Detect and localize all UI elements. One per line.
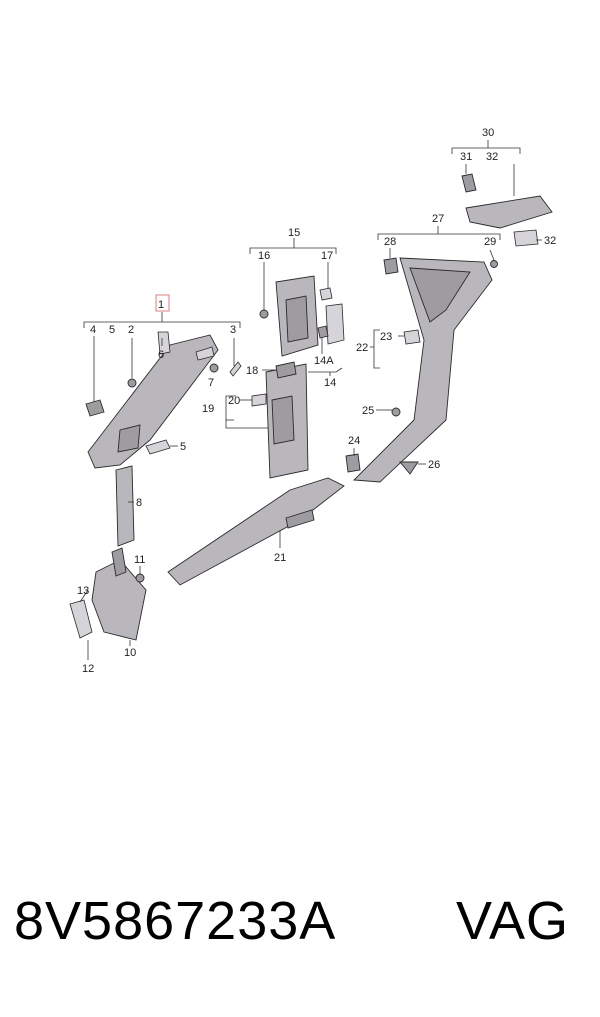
footwell-trim-10 — [91, 547, 147, 641]
screw-16 — [259, 309, 269, 319]
c-pillar-trim — [352, 257, 493, 483]
clip-4 — [85, 399, 105, 417]
callout-32-top: 32 — [486, 151, 498, 163]
highlight-box — [155, 294, 170, 312]
clip-23 — [403, 329, 421, 345]
part-number: 8V5867233A — [14, 891, 337, 951]
callout-12: 12 — [82, 663, 94, 675]
clip-31 — [461, 173, 477, 193]
callout-32-side: 32 — [544, 235, 556, 247]
a-pillar-trim — [87, 334, 219, 469]
callout-28: 28 — [384, 236, 396, 248]
sill-trim-21 — [167, 477, 345, 586]
callout-29: 29 — [484, 236, 496, 248]
bracket-14 — [325, 303, 345, 345]
clip-26 — [399, 461, 419, 475]
callout-14a: 14A — [314, 355, 334, 367]
callout-5-top: 5 — [109, 324, 115, 336]
callout-19: 19 — [202, 403, 214, 415]
clip-20 — [251, 393, 267, 407]
screw-25 — [391, 407, 401, 417]
callout-23: 23 — [380, 331, 392, 343]
clip-17 — [319, 287, 333, 301]
clip-32 — [513, 229, 539, 247]
callout-13: 13 — [77, 585, 89, 597]
callout-2: 2 — [128, 324, 134, 336]
callout-21: 21 — [274, 552, 286, 564]
footer: 8V5867233A VAG — [0, 890, 600, 980]
clip-28 — [383, 257, 399, 275]
screw-2 — [127, 378, 137, 388]
lower-trim-8 — [115, 465, 135, 547]
clip-29 — [490, 260, 498, 268]
callout-27: 27 — [432, 213, 444, 225]
clip-5 — [145, 439, 171, 455]
callout-7: 7 — [208, 377, 214, 389]
callout-11: 11 — [134, 554, 145, 566]
callout-4: 4 — [90, 324, 96, 336]
callout-10: 10 — [124, 647, 136, 659]
callout-30: 30 — [482, 127, 494, 139]
callout-5-side: 5 — [180, 441, 186, 453]
clip-24 — [345, 453, 361, 473]
callout-26: 26 — [428, 459, 440, 471]
rear-trim-30 — [465, 195, 553, 229]
bracket-12-13 — [69, 599, 93, 639]
b-pillar-lower-trim — [265, 363, 309, 479]
b-pillar-upper-trim — [275, 275, 319, 357]
callout-6: 6 — [158, 349, 164, 361]
callout-20: 20 — [228, 395, 240, 407]
callout-3: 3 — [230, 324, 236, 336]
callout-15: 15 — [288, 227, 300, 239]
callout-1: 1 — [158, 299, 164, 311]
seal-3 — [229, 361, 242, 377]
clip-18 — [275, 361, 297, 379]
clip-14a — [317, 325, 329, 339]
callout-17: 17 — [321, 250, 333, 262]
callout-14: 14 — [324, 377, 336, 389]
callout-31: 31 — [460, 151, 472, 163]
leader-lines — [79, 140, 542, 660]
callout-18: 18 — [246, 365, 258, 377]
callout-24: 24 — [348, 435, 360, 447]
callout-8: 8 — [136, 497, 142, 509]
brand-name: VAG — [456, 891, 570, 951]
screw-7 — [209, 363, 219, 373]
callout-22: 22 — [356, 342, 368, 354]
callout-16: 16 — [258, 250, 270, 262]
clip-11 — [135, 573, 145, 583]
clip-6 — [157, 331, 171, 355]
callout-25: 25 — [362, 405, 374, 417]
callout-labels: 1 4 5 2 3 6 7 5 8 11 13 10 12 15 16 17 1… — [77, 127, 556, 675]
